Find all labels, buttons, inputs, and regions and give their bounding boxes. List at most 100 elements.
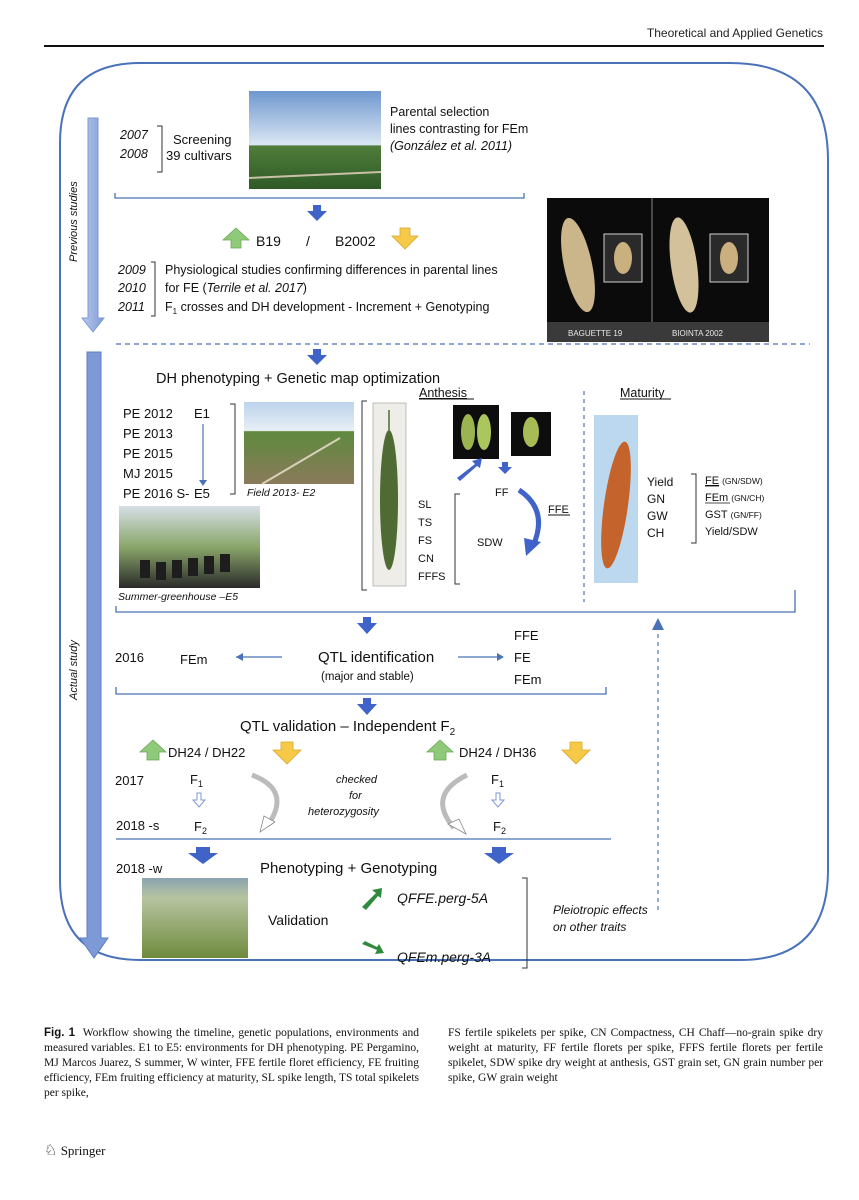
- actual-study-label: Actual study: [68, 639, 80, 701]
- header-rule: [44, 45, 824, 47]
- physiological-line2: for FE (Terrile et al. 2017): [165, 281, 307, 295]
- trait-ts: TS: [418, 517, 432, 529]
- parental-line2: lines contrasting for FEm: [390, 122, 528, 136]
- qfem-qtl: QFEm.perg-3A: [397, 949, 491, 965]
- checked-1: checked: [336, 774, 378, 786]
- ff-label: FF: [495, 487, 509, 499]
- maturity-label: Maturity: [620, 386, 665, 400]
- year-2011: 2011: [117, 300, 145, 314]
- previous-studies-arrow: [80, 117, 106, 333]
- env-3: MJ 2015: [123, 466, 173, 481]
- year-2018-w: 2018 -w: [116, 861, 163, 876]
- env-0: PE 2012: [123, 406, 173, 421]
- mat-fem: FEm(GN/CH): [705, 492, 764, 504]
- field-2013-label: Field 2013- E2: [247, 487, 315, 499]
- year-2010: 2010: [117, 281, 146, 295]
- right-f2: F2: [493, 819, 506, 836]
- env-4: PE 2016 S-: [123, 486, 190, 501]
- qtl-right-fem: FEm: [514, 672, 541, 687]
- right-f1: F1: [491, 772, 504, 789]
- caption-column-2: FS fertile spikelets per spike, CN Compa…: [448, 1027, 823, 1084]
- env-e5: E5: [194, 486, 210, 501]
- physiological-line1: Physiological studies confirming differe…: [165, 263, 498, 277]
- green-arrow-down: [362, 941, 384, 954]
- year-2017: 2017: [115, 773, 144, 788]
- floret-photo-1: [453, 405, 499, 459]
- caption-label: Fig. 1: [44, 1027, 76, 1039]
- validation-field-photo: [142, 878, 248, 958]
- arrow-down-3: [357, 617, 377, 634]
- validation-label: Validation: [268, 912, 328, 928]
- trait-fffs: FFFS: [418, 571, 446, 583]
- pleiotropic-2: on other traits: [553, 920, 626, 934]
- arrow-down-1: [307, 205, 327, 221]
- journal-name: Theoretical and Applied Genetics: [646, 26, 823, 40]
- publisher-footer: ♘ Springer: [44, 1141, 105, 1160]
- year-2008: 2008: [119, 147, 148, 161]
- up-arrow-b19: [221, 227, 251, 249]
- trait-fs: FS: [418, 535, 432, 547]
- publisher-name: Springer: [60, 1143, 106, 1158]
- qtl-title: QTL identification: [318, 649, 434, 666]
- qtl-left-fem: FEm: [180, 652, 207, 667]
- field-photo-2013: [244, 402, 354, 484]
- sdw-label: SDW: [477, 537, 503, 549]
- qtl-right-fe: FE: [514, 650, 531, 665]
- caption-text-1: Workflow showing the timeline, genetic p…: [44, 1027, 420, 1099]
- pleiotropic-1: Pleiotropic effects: [553, 903, 648, 917]
- green-arrow-up: [362, 888, 382, 910]
- left-f1: F1: [190, 772, 203, 789]
- anthesis-label: Anthesis: [419, 386, 467, 400]
- actual-study-arrow: [79, 351, 109, 959]
- arrow-down-left: [188, 847, 218, 864]
- pair-dh24-dh22: DH24 / DH22: [168, 745, 245, 760]
- qffe-qtl: QFFE.perg-5A: [397, 890, 488, 906]
- left-f2: F2: [194, 819, 207, 836]
- arrow-down-right: [484, 847, 514, 864]
- env-1: PE 2013: [123, 426, 173, 441]
- arrow-down-4: [357, 698, 377, 715]
- greenhouse-label: Summer-greenhouse –E5: [118, 591, 238, 603]
- baguette-label: BAGUETTE 19: [568, 329, 623, 338]
- parental-citation: (González et al. 2011): [390, 139, 512, 153]
- env-2: PE 2015: [123, 446, 173, 461]
- qtl-year: 2016: [115, 650, 144, 665]
- outer-frame: [59, 62, 829, 961]
- mat-fe: FE(GN/SDW): [705, 475, 763, 487]
- mat-gw: GW: [647, 509, 668, 523]
- b19-label: B19: [256, 233, 281, 249]
- phenotyping-genotyping: Phenotyping + Genotyping: [260, 860, 437, 877]
- mat-yield: Yield: [647, 475, 673, 489]
- validation-title: QTL validation – Independent F2: [240, 718, 456, 738]
- workflow-figure: Previous studies Actual study 2007 2008 …: [59, 62, 829, 969]
- mat-yield-sdw: Yield/SDW: [705, 526, 758, 538]
- trait-sl: SL: [418, 499, 431, 511]
- qtl-subtitle: (major and stable): [321, 671, 414, 683]
- previous-studies-label: Previous studies: [68, 181, 80, 262]
- mat-gst: GST(GN/FF): [705, 509, 762, 521]
- checked-2: for: [349, 790, 363, 802]
- qtl-right-ffe: FFE: [514, 628, 539, 643]
- year-2009: 2009: [117, 263, 146, 277]
- year-2018-s: 2018 -s: [116, 818, 160, 833]
- b2002-label: B2002: [335, 233, 376, 249]
- env-e1: E1: [194, 406, 210, 421]
- mat-ch: CH: [647, 526, 664, 540]
- down-arrow-b2002: [391, 227, 419, 250]
- dh-phenotyping-title: DH phenotyping + Genetic map optimizatio…: [156, 371, 440, 387]
- f1-crosses-line: F1 crosses and DH development - Incremen…: [165, 300, 489, 316]
- mat-gn: GN: [647, 492, 665, 506]
- trait-cn: CN: [418, 553, 434, 565]
- cultivars-text: 39 cultivars: [166, 148, 232, 163]
- checked-3: heterozygosity: [308, 806, 380, 818]
- slash-label: /: [306, 233, 310, 249]
- screening-text: Screening: [173, 132, 232, 147]
- parental-spike-photos: [547, 198, 769, 342]
- parental-line1: Parental selection: [390, 105, 489, 119]
- springer-logo-icon: ♘: [44, 1143, 58, 1159]
- pair-dh24-dh36: DH24 / DH36: [459, 745, 536, 760]
- caption-column-1: Fig. 1 Workflow showing the timeline, ge…: [44, 1026, 419, 1101]
- bioinita-label: BIOINTA 2002: [672, 329, 724, 338]
- year-2007: 2007: [119, 128, 149, 142]
- arrow-down-2: [307, 349, 327, 365]
